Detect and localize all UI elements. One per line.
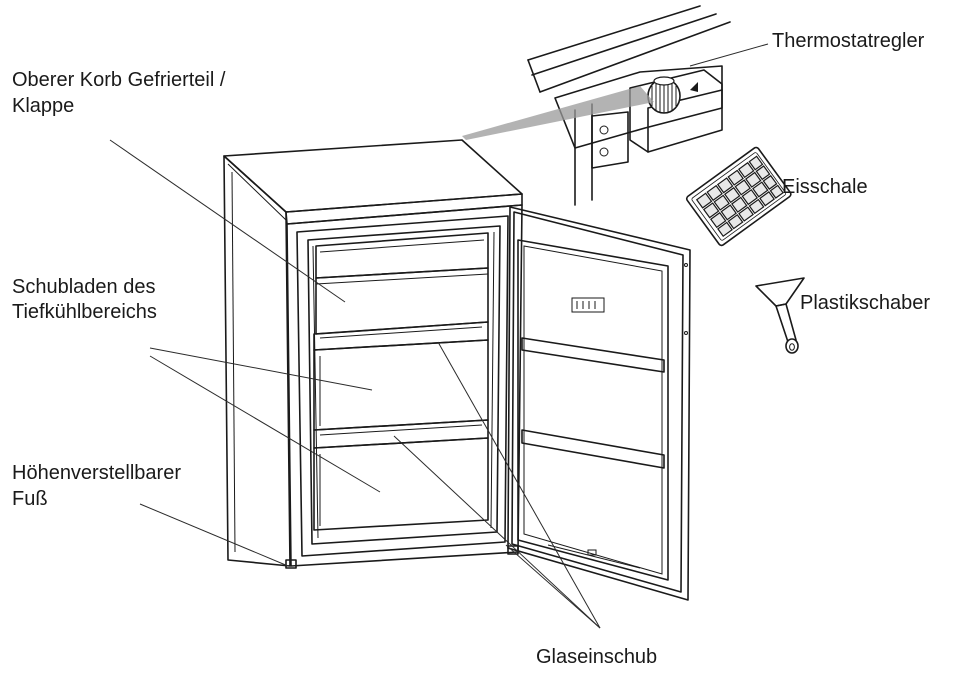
arrow-icon [690,82,698,92]
callout-beam [462,86,654,140]
adjustable-foot-right [507,545,519,555]
plastic-scraper [755,277,805,354]
label-scraper: Plastikschaber [800,292,930,314]
adjustable-foot-left [285,559,297,569]
leader-glass-lower [505,544,601,629]
label-glass-shelf: Glaseinschub [536,646,657,668]
cabinet-interior [307,225,501,545]
label-upper-basket: Oberer Korb Gefrierteil / Klappe [12,69,231,117]
label-ice-tray: Eisschale [782,176,868,198]
label-drawers: Schubladen des Tiefkühlbereichs [12,276,161,323]
leader-glass-middle [393,435,601,629]
thermostat-detail [462,5,731,206]
label-thermostat: Thermostatregler [772,30,925,52]
cabinet-top [223,139,523,213]
freezer-door [507,206,691,601]
drawer-lower [313,419,489,531]
leader-foot [139,503,289,567]
leader-thermostat [689,43,769,67]
leader-upper-basket [109,139,346,303]
ice-tray [685,146,792,247]
thermostat-knob [647,76,681,114]
leader-drawer-lower [149,355,381,493]
drawer-middle [313,321,489,431]
temperature-display [571,297,605,313]
leader-glass-upper [437,341,601,629]
label-adjustable-foot: Höhenverstellbarer Fuß [12,462,187,510]
leader-drawer-middle [149,347,373,391]
freezer-cabinet [223,139,523,569]
upper-basket [315,232,489,335]
cabinet-front [286,204,523,567]
leader-lines [109,43,769,629]
